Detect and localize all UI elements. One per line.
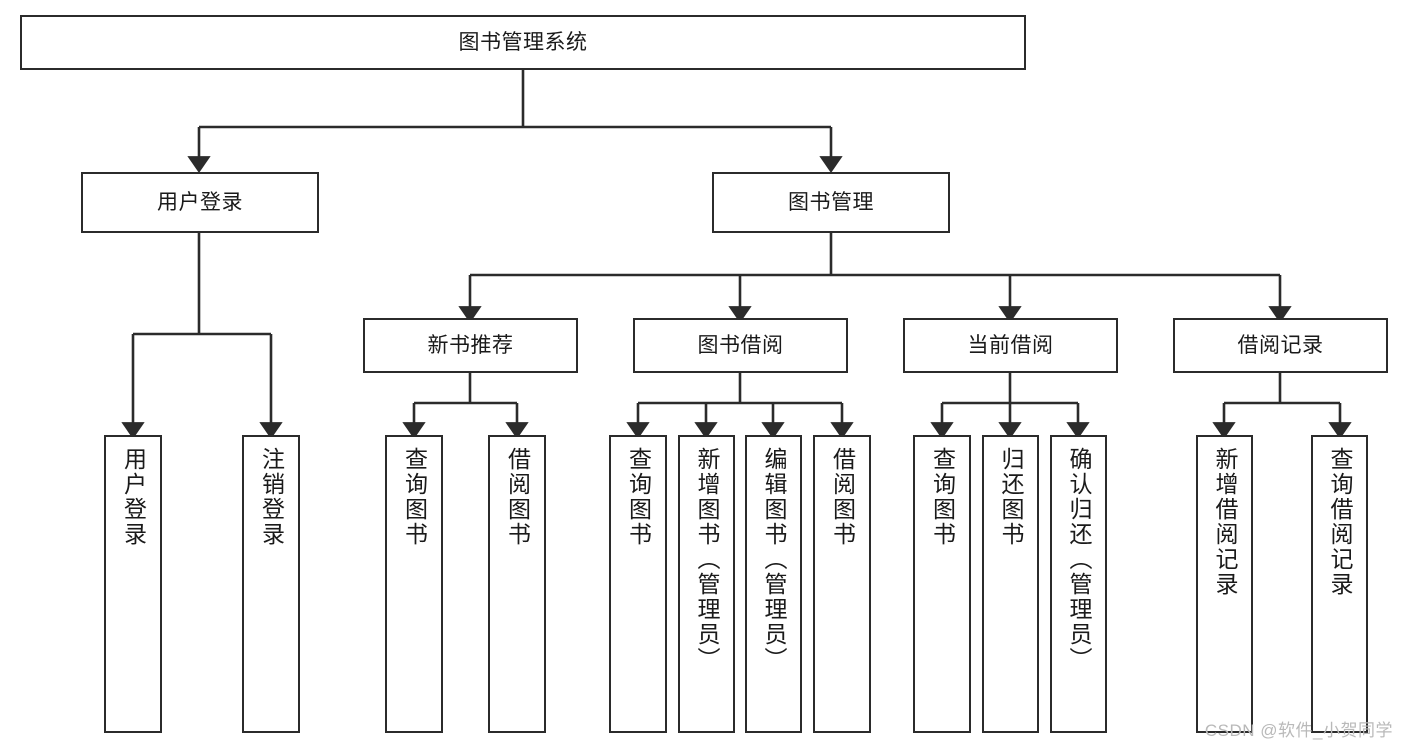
node-label: 查询图书 bbox=[625, 447, 652, 547]
leaf-logout[interactable]: 注销登录 bbox=[242, 435, 300, 733]
node-current-borrow[interactable]: 当前借阅 bbox=[903, 318, 1118, 373]
leaf-query-book-borrow[interactable]: 查询图书 bbox=[609, 435, 667, 733]
leaf-borrow-book[interactable]: 借阅图书 bbox=[813, 435, 871, 733]
leaf-add-borrow-record[interactable]: 新增借阅记录 bbox=[1196, 435, 1253, 733]
node-label: 借阅图书 bbox=[504, 447, 531, 547]
node-borrow-record[interactable]: 借阅记录 bbox=[1173, 318, 1388, 373]
node-root-book-management-system[interactable]: 图书管理系统 bbox=[20, 15, 1026, 70]
node-label: 新增图书（管理员） bbox=[694, 447, 720, 672]
leaf-return-book[interactable]: 归还图书 bbox=[982, 435, 1039, 733]
node-label: 用户登录 bbox=[120, 447, 147, 547]
node-new-book-recommend[interactable]: 新书推荐 bbox=[363, 318, 578, 373]
node-label: 注销登录 bbox=[258, 447, 285, 547]
leaf-user-login[interactable]: 用户登录 bbox=[104, 435, 162, 733]
node-label: 查询图书 bbox=[929, 447, 956, 547]
node-label: 图书借阅 bbox=[697, 333, 784, 357]
node-label: 新书推荐 bbox=[427, 333, 514, 357]
leaf-edit-book-admin[interactable]: 编辑图书（管理员） bbox=[745, 435, 802, 733]
leaf-query-borrow-record[interactable]: 查询借阅记录 bbox=[1311, 435, 1368, 733]
node-label: 编辑图书（管理员） bbox=[761, 447, 787, 672]
node-book-borrow[interactable]: 图书借阅 bbox=[633, 318, 848, 373]
leaf-query-book-current[interactable]: 查询图书 bbox=[913, 435, 971, 733]
node-label: 借阅图书 bbox=[829, 447, 856, 547]
node-label: 确认归还（管理员） bbox=[1066, 447, 1092, 672]
node-label: 归还图书 bbox=[998, 447, 1024, 547]
node-label: 图书管理 bbox=[788, 190, 874, 214]
node-label: 查询图书 bbox=[401, 447, 428, 547]
leaf-confirm-return-admin[interactable]: 确认归还（管理员） bbox=[1050, 435, 1107, 733]
node-label: 图书管理系统 bbox=[458, 30, 588, 54]
node-book-management[interactable]: 图书管理 bbox=[712, 172, 950, 233]
node-label: 用户登录 bbox=[157, 190, 243, 214]
leaf-add-book-admin[interactable]: 新增图书（管理员） bbox=[678, 435, 735, 733]
node-label: 新增借阅记录 bbox=[1212, 447, 1238, 597]
leaf-query-book-recommend[interactable]: 查询图书 bbox=[385, 435, 443, 733]
node-label: 借阅记录 bbox=[1237, 333, 1324, 357]
node-label: 当前借阅 bbox=[967, 333, 1054, 357]
node-user-login[interactable]: 用户登录 bbox=[81, 172, 319, 233]
node-label: 查询借阅记录 bbox=[1327, 447, 1353, 597]
leaf-borrow-book-recommend[interactable]: 借阅图书 bbox=[488, 435, 546, 733]
csdn-watermark: CSDN @软件_小贺同学 bbox=[1204, 721, 1393, 740]
